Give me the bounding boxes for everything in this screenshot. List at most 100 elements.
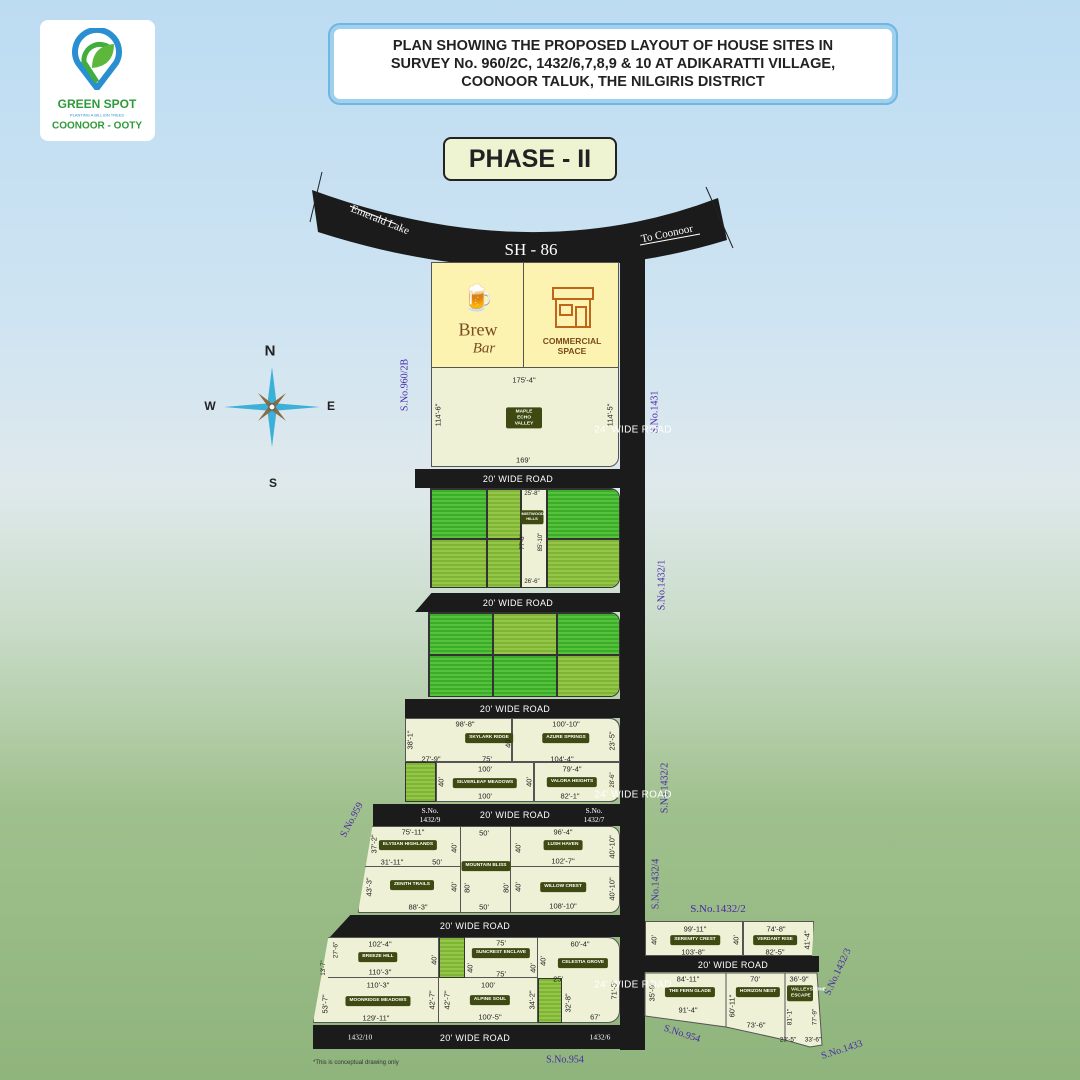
plot-name: SILVERLEAF MEADOWS [452,778,518,788]
plot-moonridge-meadows[interactable] [313,978,439,1023]
sold-plot [439,937,465,978]
commercial-space-plot[interactable]: COMMERCIAL SPACE [523,262,619,368]
plot-name: BREEZE HILL [358,952,398,962]
dimension: 40' [649,935,659,945]
footnote: *This is conceptual drawing only [313,1060,399,1066]
plot-name: LUSH HAVEN [543,840,583,850]
road-24ft-label: 24' WIDE ROAD [594,979,672,991]
plot-name: VALORA HEIGHTS [546,777,598,787]
dimension: 169' [516,455,530,465]
compass-north: N [264,342,276,360]
survey-label: 1432/6 [589,1032,611,1042]
road-24ft-label: 24' WIDE ROAD [594,424,672,436]
dimension: 60'-11" [727,994,737,1018]
shop-icon [552,287,594,328]
road-20ft [645,956,819,972]
dimension: 100' [478,764,492,774]
dimension: 13'-7" [321,960,327,976]
map-pin-leaf-icon [72,28,122,90]
dimension: 36'-9" [789,974,809,984]
plot-name: ALPINE SOUL [469,995,511,1005]
dimension: 40' [449,843,459,853]
sold-plot [538,978,562,1023]
road-20ft-label: 20' WIDE ROAD [479,810,551,820]
dimension: 40'-10" [607,835,617,859]
dimension: 91'-4" [678,1005,698,1015]
dimension: 99'-11" [683,924,707,934]
dimension: 102'-4" [368,939,392,949]
plot-name: SKYLARK RIDGE [465,733,513,743]
sold-plot [405,762,436,802]
survey-label: S.No.1432/2 [659,762,671,814]
dimension: 40' [513,882,523,892]
survey-label: S.No. 1432/9 [419,806,441,824]
title-line: PLAN SHOWING THE PROPOSED LAYOUT OF HOUS… [392,38,834,54]
logo-name: GREEN SPOT [57,97,137,111]
plan-title: PLAN SHOWING THE PROPOSED LAYOUT OF HOUS… [330,25,896,103]
plot-block [313,937,620,1023]
dimension: 25'-8" [524,491,540,497]
plot-zenith-trails[interactable] [358,867,461,913]
survey-label: 1432/10 [347,1032,373,1042]
plot-suncrest-enclave[interactable] [465,937,538,978]
dimension: 75' [496,938,506,948]
dimension: 110'-3" [368,967,392,977]
plot-valora-heights[interactable] [534,762,620,802]
highway-sh86 [309,171,734,269]
dimension: 84'-11" [676,974,700,984]
plot-mountain-bliss[interactable] [461,826,511,913]
dimension: 75' [496,969,506,979]
brew-bar-plot[interactable]: 🍺 Brew Bar [431,262,524,368]
plot-elysian-highlands[interactable] [365,826,461,867]
commercial-space-label: COMMERCIAL SPACE [542,336,602,356]
plot-alpine-soul[interactable] [439,978,538,1023]
plot-silverleaf-meadows[interactable] [436,762,534,802]
survey-label: S.No.959 [338,800,366,840]
plot-lush-haven[interactable] [511,826,620,867]
dimension: 32'-8" [563,993,573,1013]
plot-name: THE FERN GLADE [664,987,716,997]
logo-location: COONOOR - OOTY [52,120,142,132]
road-20ft [330,915,620,937]
dimension: 40' [465,963,475,973]
road-24ft [620,255,645,1050]
dimension: 38'-1" [405,730,415,750]
beer-mugs-icon: 🍺 [461,282,495,313]
survey-label: S.No.954 [546,1054,584,1066]
dimension: 50' [432,857,442,867]
plot-name: VALLEYSTONE ESCAPE [787,985,826,1001]
dimension: 114'-5" [605,403,615,427]
survey-label: S.No. 1432/7 [583,806,605,824]
dimension: 42'-7" [442,990,452,1010]
dimension: 96'-4" [553,827,573,837]
road-20ft [415,469,620,488]
plot-breeze-hill[interactable] [328,937,439,978]
dimension: 129'-11" [362,1013,390,1023]
dimension: 100'-5" [478,1012,502,1022]
road-20ft [373,804,620,826]
phase-label: PHASE - II [443,137,617,181]
dimension: 40' [513,843,523,853]
plot-name[interactable]: MISTWOOD HILLS [520,510,544,524]
brew-label: Brew [458,319,498,340]
compass-west: W [204,399,216,413]
dimension: 175'-4" [512,375,536,385]
dimension: 100' [478,791,492,801]
dimension: 80' [462,883,472,893]
dimension: 43'-3" [364,877,374,897]
dimension: 74'-8" [766,924,786,934]
dimension: 77'-9" [811,1008,819,1026]
dimension: 110'-3" [366,980,390,990]
dimension: 27'-9" [421,754,441,764]
dimension: 82'-1" [560,791,580,801]
plot-name: MAPLE ECHO VALLEY [506,407,542,429]
dimension: 108'-10" [549,901,577,911]
plot-name: VERDANT RISE [753,935,797,945]
dimension: 23'-5" [607,731,617,751]
dimension: 25' [553,974,563,984]
dimension: 88'-3" [408,902,428,912]
dimension: 100' [481,980,495,990]
plot-name: ZENITH TRAILS [390,880,434,890]
plot-name: CELESTIA GROVE [557,958,609,968]
dimension: 102'-7" [551,856,575,866]
